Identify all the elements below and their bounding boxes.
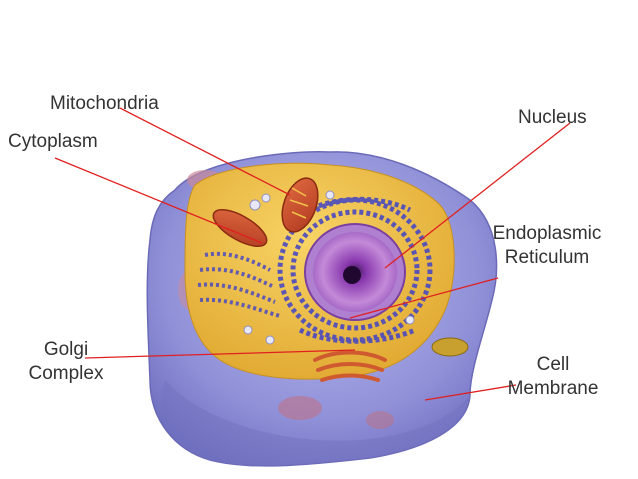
label-golgi-complex: Golgi Complex xyxy=(16,338,116,386)
leader-line-mitochondria xyxy=(119,107,291,196)
label-cell-membrane: Cell Membrane xyxy=(488,353,618,401)
leader-line-golgi xyxy=(84,349,356,359)
label-golgi-line2: Complex xyxy=(28,363,104,384)
label-cytoplasm-text: Cytoplasm xyxy=(8,131,98,152)
er-left-bands xyxy=(197,251,281,318)
label-golgi-line1: Golgi xyxy=(43,339,89,360)
label-nucleus: Nucleus xyxy=(518,106,587,130)
label-mitochondria: Mitochondria xyxy=(50,92,159,116)
er-around-nucleus xyxy=(277,196,433,344)
label-nucleus-text: Nucleus xyxy=(518,107,587,128)
leader-line-nucleus xyxy=(384,122,571,269)
label-membrane-line1: Cell xyxy=(536,354,570,375)
vesicles xyxy=(243,190,415,345)
golgi-shapes xyxy=(313,350,387,382)
mitochondria-shapes xyxy=(212,177,469,357)
label-mitochondria-text: Mitochondria xyxy=(50,93,159,114)
leader-line-er xyxy=(349,277,499,319)
label-membrane-line2: Membrane xyxy=(507,378,599,399)
nucleus-shape xyxy=(304,223,406,321)
leader-line-cytoplasm xyxy=(54,157,263,244)
label-cytoplasm: Cytoplasm xyxy=(8,130,98,154)
leader-line-membrane xyxy=(424,384,517,401)
leader-lines xyxy=(54,107,571,401)
label-endoplasmic-reticulum: Endoplasmic Reticulum xyxy=(482,222,612,270)
label-er-line1: Endoplasmic xyxy=(492,223,602,244)
label-er-line2: Reticulum xyxy=(504,247,590,268)
